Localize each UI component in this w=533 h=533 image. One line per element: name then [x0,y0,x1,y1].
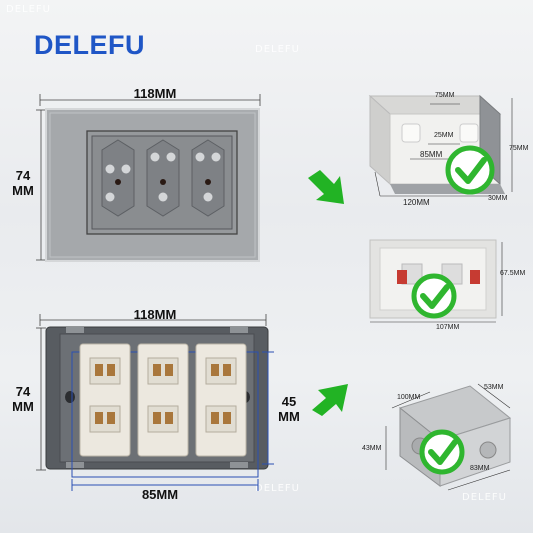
box3-top-right-dim: 53MM [484,384,504,391]
back-height-value: 74 [15,384,31,399]
front-width-label: 118MM [133,86,177,101]
box1-depth-dim: 30MM [488,195,508,202]
box3-bottom-dim: 83MM [470,465,490,472]
arrow-right-icon [308,170,344,204]
terminal-module-2 [137,343,189,457]
box1-bottom-dim: 120MM [403,198,430,207]
outlet-1 [101,139,135,217]
box1-center-dim: 85MM [420,150,443,159]
knockout-box-drawing [369,239,503,323]
watermark: DELEFU [462,492,507,503]
box1-top-dim: 75MM [435,92,455,99]
back-height-unit: MM [12,399,34,414]
front-height-value: 74 [15,168,31,183]
outlet-group [101,139,225,217]
spacing-label: 85MM [141,487,179,502]
inner-height-unit: MM [278,409,300,424]
watermark: DELEFU [255,44,300,55]
box1-side-dim: 75MM [509,145,529,152]
outlet-2 [146,139,180,217]
metal-box-drawing [385,383,512,491]
box2-width-dim: 107MM [436,324,460,331]
box3-height-dim: 43MM [362,445,382,452]
back-height-label: 74 MM [10,384,36,414]
inner-height-value: 45 [281,394,297,409]
box1-inner-dim: 25MM [434,132,454,139]
watermark: DELEFU [255,483,300,494]
front-height-label: 74 MM [10,168,36,198]
back-width-label: 118MM [133,307,177,322]
brand-logo: DELEFU [34,30,145,60]
arrow-up-right-icon [312,384,348,416]
box3-top-left-dim: 100MM [397,394,421,401]
watermark: DELEFU [6,4,51,15]
terminal-module-3 [195,343,247,457]
back-panel-drawing [36,314,274,491]
box2-height-dim: 67.5MM [500,270,526,277]
inner-height-label: 45 MM [276,394,302,424]
white-box-drawing [368,94,513,197]
outlet-3 [191,139,225,217]
terminal-module-1 [79,343,131,457]
front-height-unit: MM [12,183,34,198]
